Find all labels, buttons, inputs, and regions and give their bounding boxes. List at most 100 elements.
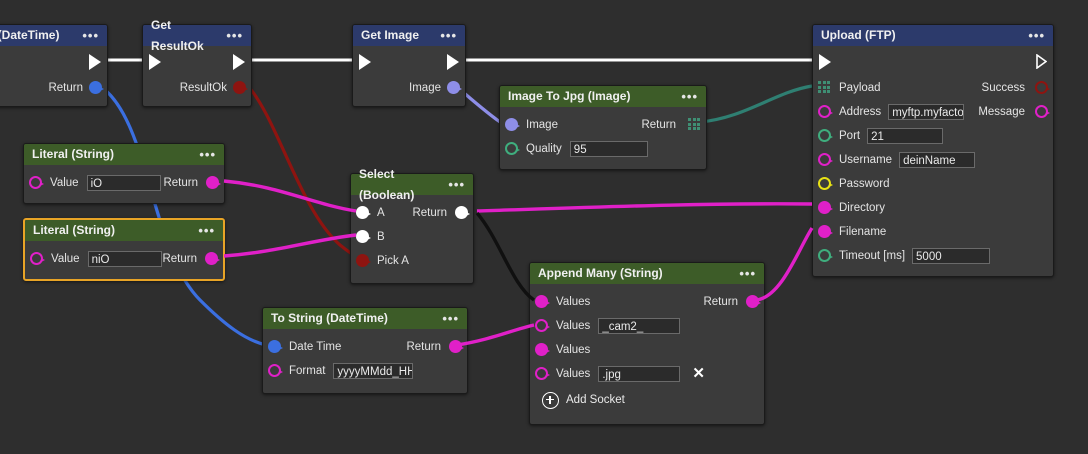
node-menu-icon[interactable]: ••• [448,176,465,192]
timeout-input[interactable]: 5000 [912,248,991,264]
node-upload-ftp[interactable]: Upload (FTP) ••• Payload Success Addre [812,24,1054,277]
node-append-many-string[interactable]: Append Many (String) ••• Values Return V… [529,262,765,425]
input-port-value[interactable] [30,252,45,265]
address-input[interactable]: myftp.myfactor [888,104,965,120]
port-row-image: Image Return [500,113,706,137]
values-input-3[interactable]: .jpg [598,366,681,382]
port-label: Payload [839,82,881,94]
port-label: Return [48,82,83,94]
output-port-return[interactable] [455,206,470,219]
input-port-timeout[interactable] [818,249,833,262]
input-port-quality[interactable] [505,142,520,155]
node-header[interactable]: Now (DateTime) ••• [0,25,107,46]
node-to-string-datetime[interactable]: To String (DateTime) ••• Date Time Retur… [262,307,468,394]
input-port-port[interactable] [818,129,833,142]
output-port-resultok[interactable] [233,81,248,94]
node-title: Image To Jpg (Image) [508,89,631,103]
node-literal-string-io[interactable]: Literal (String) ••• Value iO Return [23,143,225,204]
output-port-return[interactable] [206,176,221,189]
node-header[interactable]: Literal (String) ••• [25,220,223,241]
input-port-date-time[interactable] [268,340,283,353]
node-menu-icon[interactable]: ••• [226,27,243,43]
port-row-datetime: Date Time Return [263,335,467,359]
input-port-format[interactable] [268,364,283,377]
value-input[interactable]: niO [87,251,162,267]
exec-input-arrow-icon[interactable] [149,54,161,70]
port-row-address: Address myftp.myfactor Message [813,100,1053,124]
node-get-image[interactable]: Get Image ••• Image [352,24,466,107]
output-port-return[interactable] [449,340,464,353]
node-now-datetime[interactable]: Now (DateTime) ••• Return [0,24,108,107]
node-body: Date Time Return Format yyyyMMdd_HH [263,329,467,393]
input-port-value[interactable] [29,176,44,189]
input-port-values-1[interactable] [535,319,550,332]
port-row-values-0: Values Return [530,290,764,314]
input-port-array-icon[interactable] [818,81,831,94]
port-label: Values [556,296,591,308]
username-input[interactable]: deinName [899,152,976,168]
output-port-return[interactable] [89,81,104,94]
input-port-b[interactable] [356,230,371,243]
output-port-message[interactable] [1035,105,1050,118]
node-menu-icon[interactable]: ••• [1028,27,1045,43]
port-label-success: Success [981,82,1025,94]
node-menu-icon[interactable]: ••• [198,222,215,238]
input-port-username[interactable] [818,153,833,166]
node-select-boolean[interactable]: Select (Boolean) ••• A Return B Pick A [350,167,474,284]
node-header[interactable]: To String (DateTime) ••• [263,308,467,329]
input-port-values-2[interactable] [535,343,550,356]
node-header[interactable]: Get ResultOk ••• [143,18,251,53]
port-row-a: A Return [351,201,473,225]
node-header[interactable]: Upload (FTP) ••• [813,25,1053,46]
quality-input[interactable]: 95 [569,141,648,157]
output-port-success[interactable] [1035,81,1050,94]
node-body: ResultOk [143,46,251,106]
node-menu-icon[interactable]: ••• [82,27,99,43]
values-input-1[interactable]: _cam2_ [598,318,681,334]
input-port-a[interactable] [356,206,371,219]
exec-output-arrow-icon[interactable] [447,54,459,70]
port-row-timeout: Timeout [ms] 5000 [813,244,1053,268]
port-input[interactable]: 21 [867,128,944,144]
node-header[interactable]: Select (Boolean) ••• [351,167,473,202]
add-socket-button[interactable]: Add Socket [530,386,764,414]
node-literal-string-nio[interactable]: Literal (String) ••• Value niO Return [23,218,225,281]
node-menu-icon[interactable]: ••• [440,27,457,43]
remove-socket-icon[interactable]: ✕ [692,365,705,382]
node-get-resultok[interactable]: Get ResultOk ••• ResultOk [142,18,252,107]
output-port-array-icon[interactable] [688,118,701,131]
exec-output-arrow-icon[interactable] [233,54,245,70]
output-port-image[interactable] [447,81,462,94]
node-header[interactable]: Append Many (String) ••• [530,263,764,284]
exec-row [813,46,1053,76]
input-port-values-0[interactable] [535,295,550,308]
node-header[interactable]: Get Image ••• [353,25,465,46]
node-menu-icon[interactable]: ••• [199,146,216,162]
input-port-values-3[interactable] [535,367,550,380]
input-port-image[interactable] [505,118,520,131]
value-input[interactable]: iO [86,175,161,191]
input-port-password[interactable] [818,177,833,190]
exec-output-arrow-icon[interactable] [89,54,101,70]
exec-input-arrow-icon[interactable] [819,54,831,70]
format-input[interactable]: yyyyMMdd_HH [333,363,414,379]
wire-appendmany-filename [756,227,814,302]
output-port-return[interactable] [205,252,220,265]
node-menu-icon[interactable]: ••• [739,265,756,281]
input-port-address[interactable] [818,105,833,118]
node-image-to-jpg[interactable]: Image To Jpg (Image) ••• Image Return Qu… [499,85,707,170]
port-label: Values [556,344,591,356]
port-label: Value [50,177,79,189]
output-port-return[interactable] [746,295,761,308]
input-port-directory[interactable] [818,201,833,214]
input-port-filename[interactable] [818,225,833,238]
node-menu-icon[interactable]: ••• [681,88,698,104]
port-label: Format [289,365,326,377]
node-header[interactable]: Image To Jpg (Image) ••• [500,86,706,107]
exec-input-arrow-icon[interactable] [359,54,371,70]
node-menu-icon[interactable]: ••• [442,310,459,326]
node-header[interactable]: Literal (String) ••• [24,144,224,165]
input-port-pick-a[interactable] [356,254,371,267]
exec-output-arrow-icon[interactable] [1036,54,1047,69]
